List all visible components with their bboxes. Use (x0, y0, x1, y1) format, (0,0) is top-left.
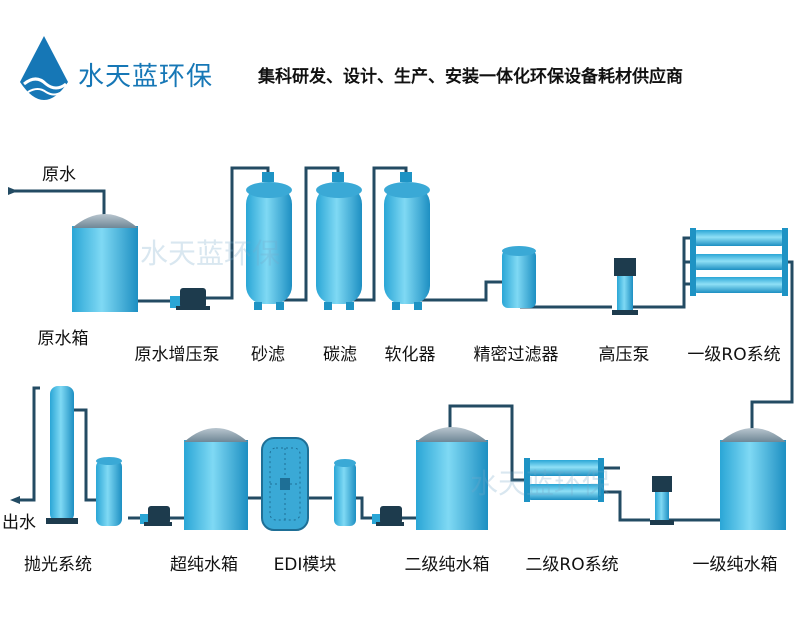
stage-label-sand-filter: 砂滤 (251, 345, 285, 365)
stage-label-high-pressure-pump: 高压泵 (598, 345, 650, 365)
edi-precision-filter (334, 459, 356, 526)
watermark: 水天蓝环保 (470, 467, 611, 500)
stage-label-ultrapure-water-tank: 超纯水箱 (170, 555, 238, 575)
primary-pure-water-tank (720, 428, 786, 530)
polishing-feed-pump (140, 506, 172, 526)
precision-filter (502, 246, 536, 308)
raw-water-booster-pump (170, 288, 210, 310)
secondary-high-pressure-pump (650, 476, 674, 525)
stage-label-primary-pure-water-tank: 一级纯水箱 (692, 555, 778, 575)
polishing-column (46, 386, 78, 524)
secondary-pure-water-tank (416, 427, 488, 530)
stage-label-secondary-ro: 二级RO系统 (525, 555, 619, 575)
softener (384, 172, 430, 310)
stage-label-edi-module: EDI模块 (273, 555, 337, 575)
stage-label-softener: 软化器 (384, 345, 436, 365)
ultrapure-water-tank (184, 428, 248, 530)
carbon-filter (316, 172, 362, 310)
edi-feed-pump (372, 506, 404, 526)
stage-label-raw-water-tank: 原水箱 (37, 329, 89, 349)
sand-filter (246, 172, 292, 310)
inlet-arrow-icon (8, 187, 18, 195)
stage-label-primary-ro: 一级RO系统 (687, 345, 781, 365)
brand-logo-icon (20, 36, 68, 100)
inlet-label: 原水 (42, 165, 76, 185)
raw-water-tank (72, 214, 138, 312)
stage-label-raw-water-booster-pump: 原水增压泵 (134, 345, 220, 365)
high-pressure-pump (612, 258, 638, 315)
primary-ro (690, 228, 788, 296)
brand-name: 水天蓝环保 (78, 62, 214, 92)
secondary-ro (524, 458, 604, 502)
stage-label-carbon-filter: 碳滤 (323, 345, 357, 365)
outlet-arrow-icon (10, 496, 20, 504)
polishing-filter (96, 457, 122, 526)
outlet-label: 出水 (2, 513, 36, 533)
stage-label-secondary-pure-water-tank: 二级纯水箱 (404, 555, 490, 575)
company-slogan: 集科研发、设计、生产、安装一体化环保设备耗材供应商 (258, 67, 683, 87)
stage-label-precision-filter: 精密过滤器 (473, 345, 559, 365)
watermark: 水天蓝环保 (140, 237, 281, 270)
edi-module (261, 437, 309, 531)
stage-label-polishing-system: 抛光系统 (24, 555, 92, 575)
